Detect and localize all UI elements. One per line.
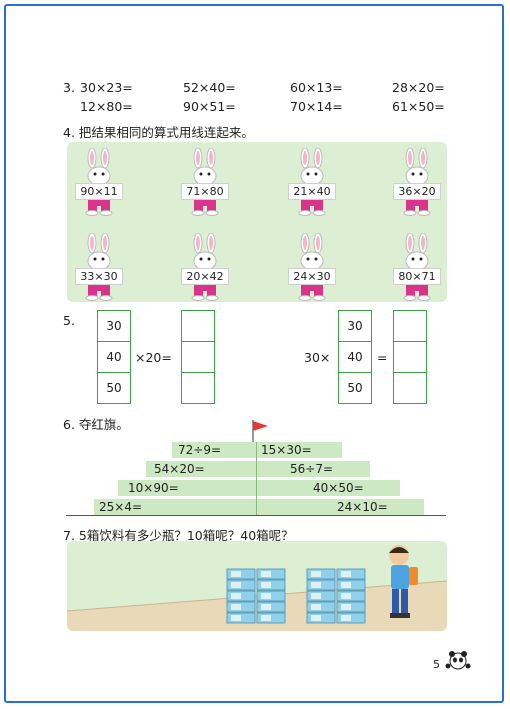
q5-right-value: 30 [339, 311, 371, 342]
pyramid-tier-4: 25×4= 24×10= [94, 499, 424, 515]
q3-expr: 28×20= [392, 80, 445, 95]
q4-title: 4. 把结果相同的算式用线连起来。 [63, 125, 254, 140]
page-number: 5 [433, 658, 440, 671]
q5-right-value: 50 [347, 381, 363, 395]
q3-expr: 60×13= [290, 80, 343, 95]
tier-expr: 15×30= [261, 443, 312, 457]
rabbit-card[interactable]: 24×30 [288, 233, 336, 301]
rabbit-expression: 20×42 [181, 268, 229, 285]
q3-expr: 30×23= [80, 80, 133, 95]
answer-box[interactable] [182, 342, 214, 373]
pyramid-center-line [256, 442, 257, 515]
q3-expr: 52×40= [183, 80, 236, 95]
scene-illustration [67, 545, 447, 631]
red-flag-icon [252, 420, 268, 442]
q3-expr: 90×51= [183, 99, 236, 114]
q3-label: 3. [63, 80, 75, 95]
pyramid-tier-3: 10×90= 40×50= [118, 480, 400, 496]
rabbit-card[interactable]: 71×80 [181, 148, 229, 216]
rabbit-card[interactable]: 80×71 [393, 233, 441, 301]
rabbit-card[interactable]: 33×30 [75, 233, 123, 301]
q5-left-column: 30 40 50 [97, 310, 131, 404]
rabbit-expression: 33×30 [75, 268, 123, 285]
page-border [4, 4, 504, 703]
answer-box[interactable] [394, 342, 426, 373]
rabbit-expression: 90×11 [75, 183, 123, 200]
pyramid-base-line [66, 515, 446, 516]
rabbit-card[interactable]: 90×11 [75, 148, 123, 216]
q6-title: 6. 夺红旗。 [63, 417, 129, 432]
q5-left-answer-column [181, 310, 215, 404]
q5-right-column: 30 40 50 [338, 310, 372, 404]
pyramid-tier-2: 54×20= 56÷7= [146, 461, 370, 477]
q5-right-value: 40 [339, 342, 371, 373]
rabbit-expression: 71×80 [181, 183, 229, 200]
rabbit-card[interactable]: 20×42 [181, 233, 229, 301]
tier-expr: 40×50= [313, 481, 364, 495]
rabbit-expression: 24×30 [288, 268, 336, 285]
q5-right-answer-column [393, 310, 427, 404]
rabbit-expression: 36×20 [393, 183, 441, 200]
rabbit-card[interactable]: 21×40 [288, 148, 336, 216]
q5-left-operator: ×20= [135, 350, 172, 365]
boy-illustration [389, 545, 418, 618]
q5-right-prefix: 30× [304, 350, 331, 365]
rabbit-expression: 80×71 [393, 268, 441, 285]
tier-expr: 10×90= [128, 481, 179, 495]
q4-panel [67, 142, 447, 302]
answer-box[interactable] [394, 311, 426, 342]
panda-icon [445, 651, 471, 670]
tier-expr: 25×4= [99, 500, 143, 514]
tier-expr: 56÷7= [290, 462, 334, 476]
drinks-scene [67, 541, 447, 631]
q7-title: 7. 5箱饮料有多少瓶？10箱呢？40箱呢？ [63, 528, 294, 543]
q5-left-value: 30 [98, 311, 130, 342]
q5-left-value: 40 [98, 342, 130, 373]
tier-expr: 24×10= [337, 500, 388, 514]
q3-expr: 70×14= [290, 99, 343, 114]
q5-left-value: 50 [106, 381, 122, 395]
q3-expr: 61×50= [392, 99, 445, 114]
q5-right-equals: = [377, 350, 388, 365]
q3-expr: 12×80= [80, 99, 133, 114]
answer-box[interactable] [182, 311, 214, 342]
answer-box[interactable] [394, 373, 426, 403]
rabbit-expression: 21×40 [288, 183, 336, 200]
pyramid-tier-1: 72÷9= 15×30= [172, 442, 342, 458]
tier-expr: 54×20= [154, 462, 205, 476]
rabbit-card[interactable]: 36×20 [393, 148, 441, 216]
answer-box[interactable] [182, 373, 214, 403]
tier-expr: 72÷9= [178, 443, 222, 457]
q5-label: 5. [63, 313, 75, 328]
